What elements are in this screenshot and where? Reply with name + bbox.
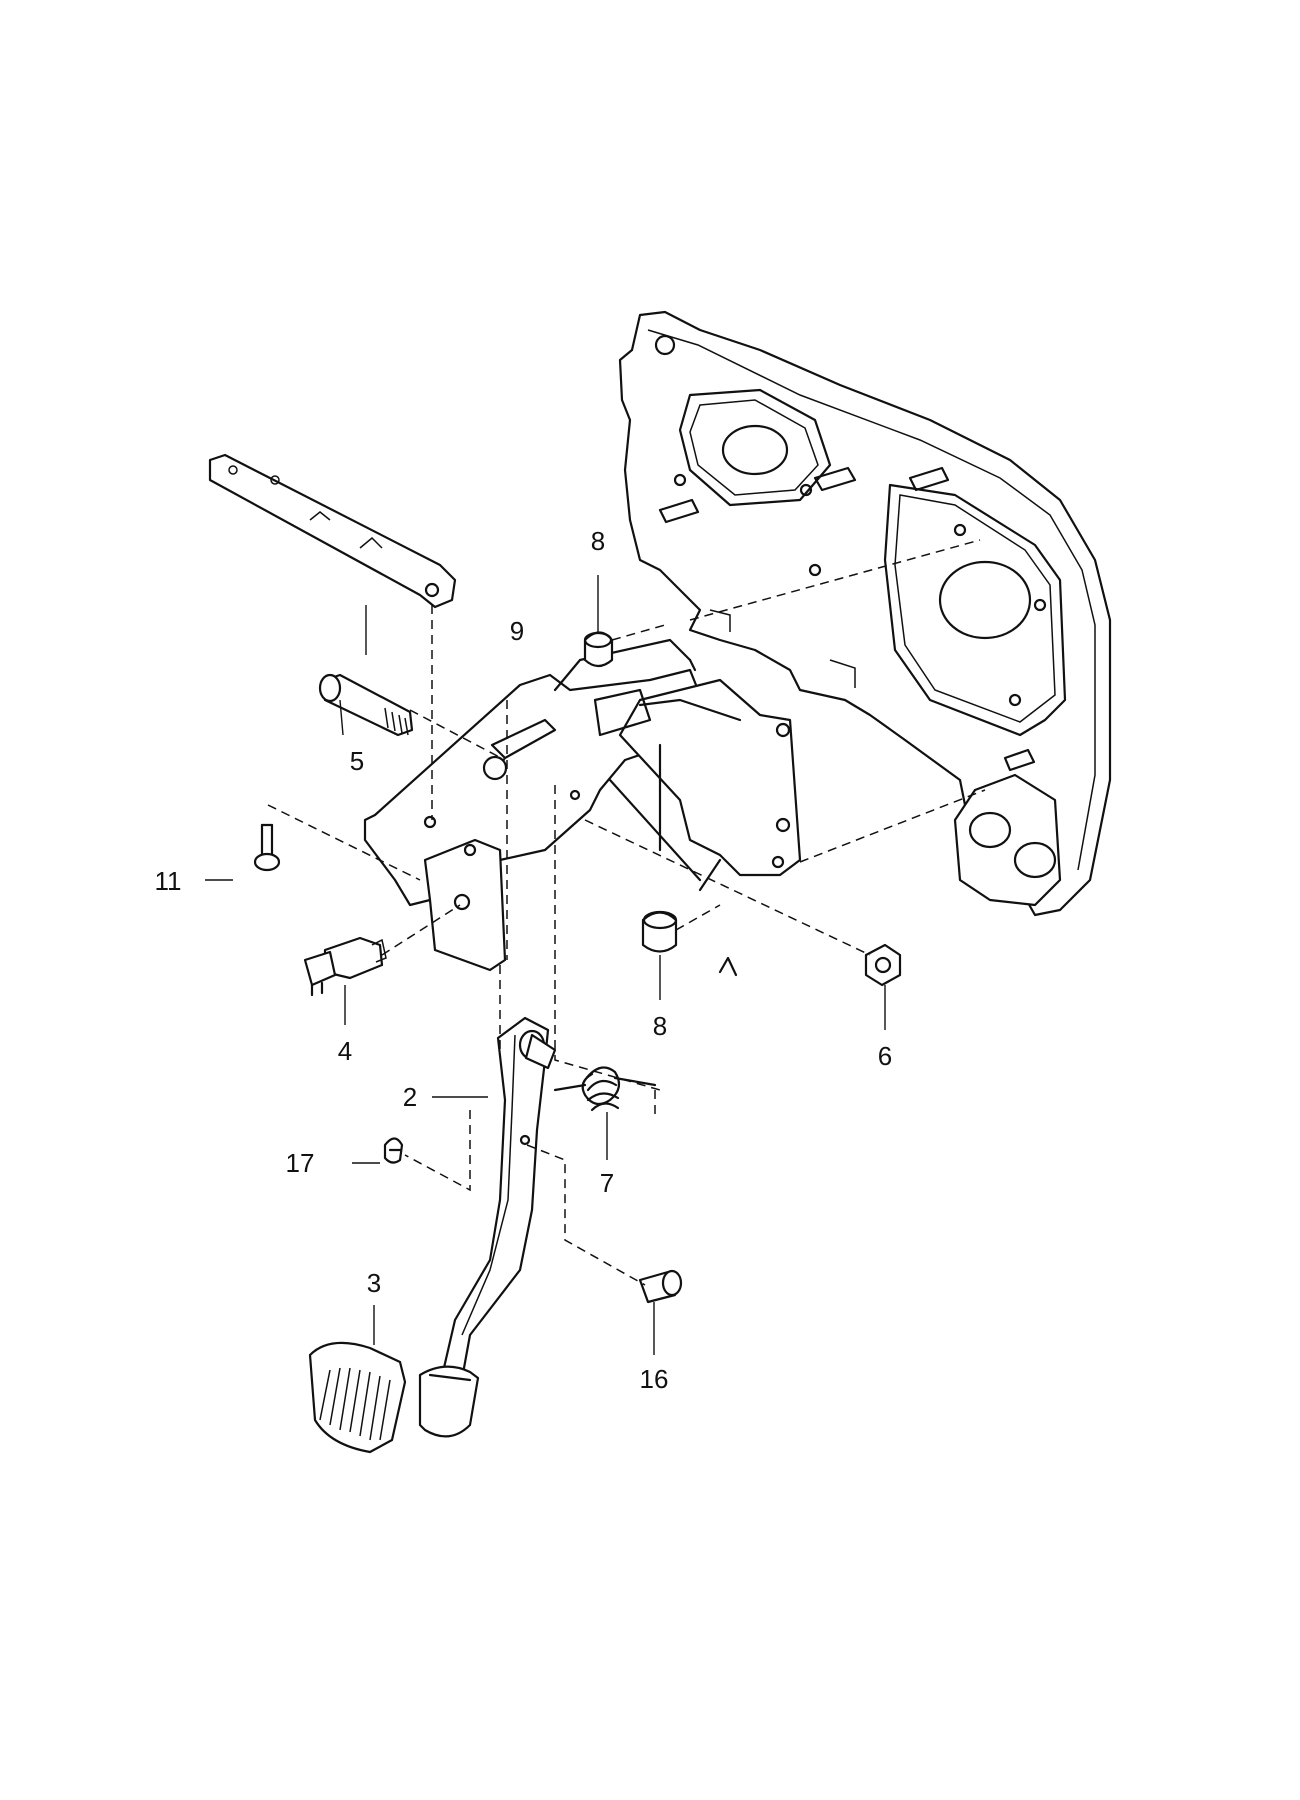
pedal-bracket <box>363 638 802 977</box>
leader-lines <box>205 575 886 1355</box>
support-bar <box>208 453 457 609</box>
nut-8-upper <box>583 631 614 668</box>
callout-8-upper: 8 <box>591 526 605 556</box>
callouts: 9 8 5 11 4 8 6 2 7 17 3 16 <box>155 526 893 1394</box>
stop-light-switch <box>303 936 387 997</box>
callout-9: 9 <box>510 616 524 646</box>
callout-3: 3 <box>367 1268 381 1298</box>
nut-8-lower <box>641 910 678 953</box>
pedal-arm <box>418 1016 557 1438</box>
return-spring <box>553 1066 657 1112</box>
callout-11: 11 <box>155 866 182 896</box>
callout-16: 16 <box>640 1364 669 1394</box>
callout-2: 2 <box>403 1082 417 1112</box>
bolt-11 <box>253 823 281 872</box>
callout-17: 17 <box>286 1148 315 1178</box>
clip-17 <box>383 1137 404 1164</box>
callout-7: 7 <box>600 1168 614 1198</box>
pedal-pad <box>308 1341 407 1454</box>
pivot-pin <box>318 673 414 737</box>
alignment-lines <box>267 539 986 1286</box>
callout-6: 6 <box>878 1041 892 1071</box>
firewall-panel <box>618 310 1112 917</box>
nut-6 <box>864 943 902 987</box>
callout-4: 4 <box>338 1036 352 1066</box>
bolt-16 <box>638 1269 683 1304</box>
callout-5: 5 <box>350 746 364 776</box>
callout-8-lower: 8 <box>653 1011 667 1041</box>
